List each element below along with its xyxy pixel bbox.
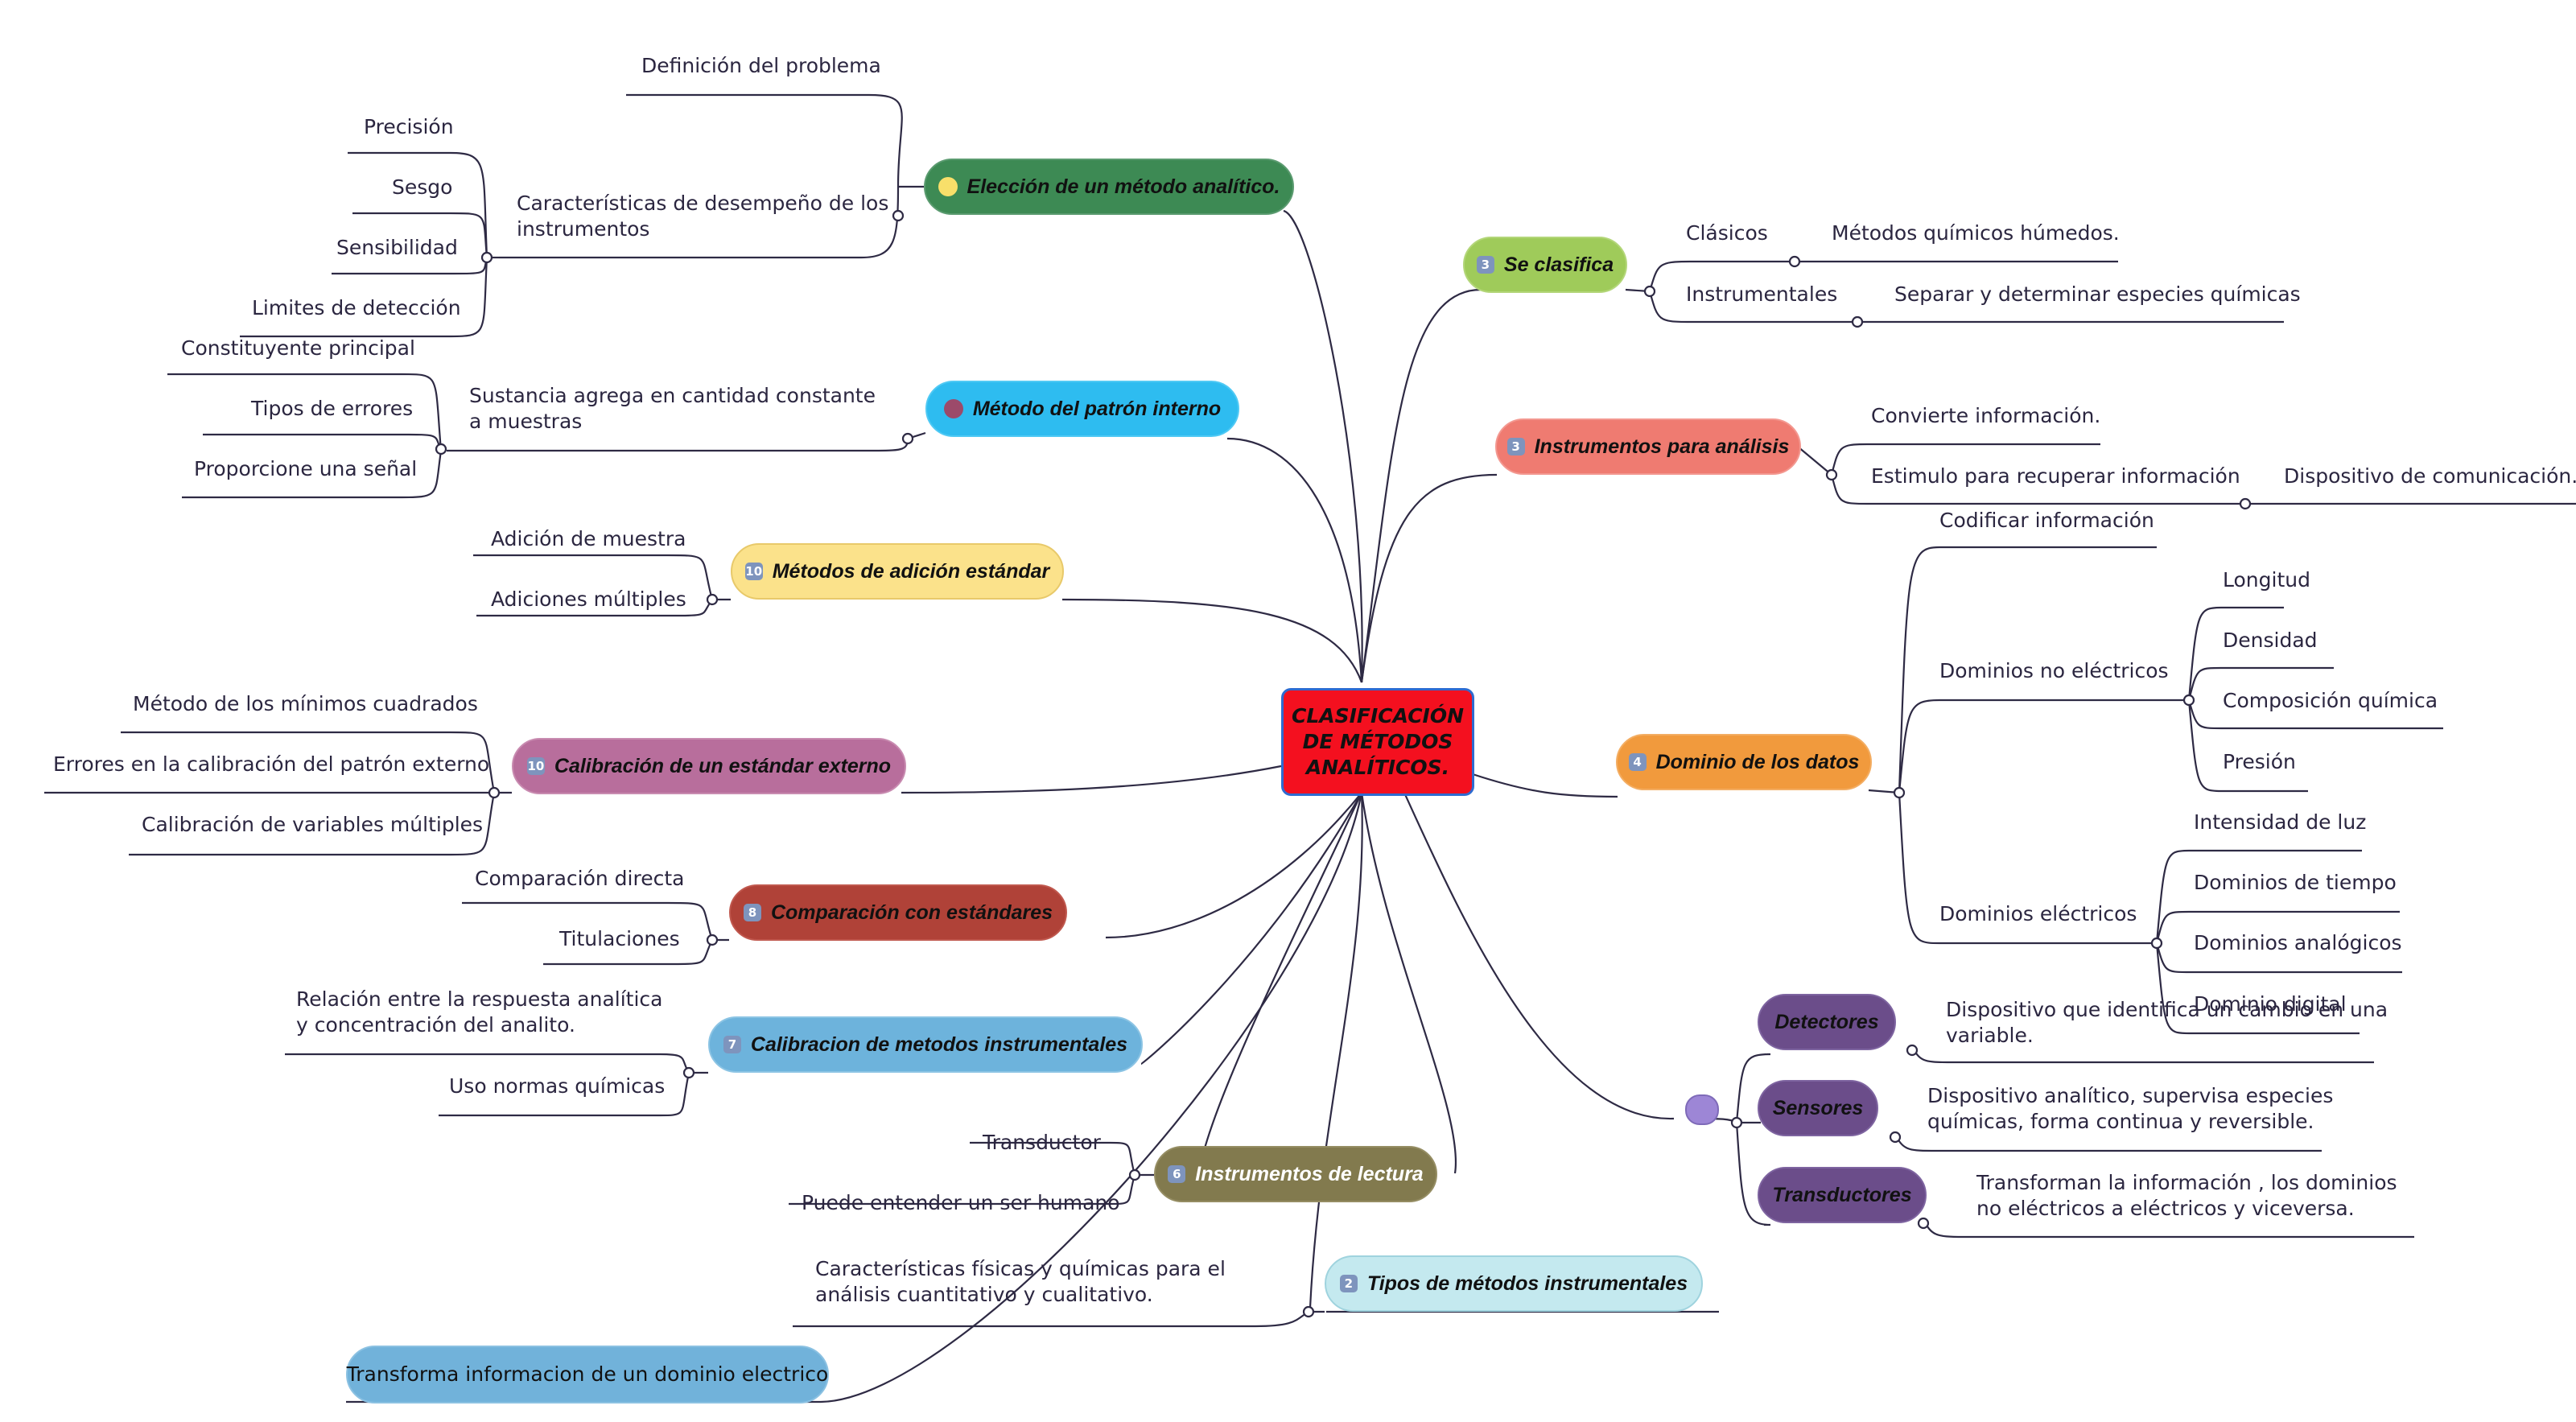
- leaf-sensores-desc: Dispositivo analítico, supervisa especie…: [1927, 1084, 2334, 1133]
- topic-transforma-informacion-label: Transforma informacion de un dominio ele…: [346, 1362, 829, 1386]
- topic-transforma-informacion[interactable]: Transforma informacion de un dominio ele…: [346, 1346, 829, 1403]
- leaf-clasicos: Clásicos: [1686, 221, 1768, 245]
- leaf-estimulo: Estimulo para recuperar información: [1871, 464, 2240, 488]
- yellow-dot-icon: [938, 177, 958, 196]
- topic-detectores-label: Detectores: [1774, 1011, 1879, 1033]
- leaf-sustancia: Sustancia agrega en cantidad constante a…: [469, 384, 876, 433]
- leaf-sesgo: Sesgo: [392, 175, 453, 199]
- topic-patron-interno[interactable]: Método del patrón interno: [925, 381, 1239, 437]
- leaf-dispositivo-comunicacion: Dispositivo de comunicación.: [2284, 464, 2576, 488]
- number-eight-icon: 8: [743, 904, 761, 921]
- topic-adicion-estandar-label: Métodos de adición estándar: [772, 560, 1050, 583]
- number-three-icon: 3: [1506, 438, 1525, 455]
- topic-tipos-metodos[interactable]: 2 Tipos de métodos instrumentales: [1325, 1255, 1703, 1312]
- number-two-icon: 2: [1339, 1275, 1358, 1292]
- leaf-constituyente: Constituyente principal: [181, 336, 415, 360]
- leaf-tipos-errores: Tipos de errores: [251, 397, 414, 420]
- topic-instrumentos-analisis-label: Instrumentos para análisis: [1534, 435, 1790, 458]
- leaf-dominios-analogicos: Dominios analógicos: [2194, 931, 2402, 954]
- topic-patron-interno-label: Método del patrón interno: [972, 398, 1222, 420]
- leaf-transductores-desc: Transforman la información , los dominio…: [1976, 1171, 2397, 1220]
- leaf-definicion-problema: Definición del problema: [641, 54, 881, 77]
- topic-comparacion-label: Comparación con estándares: [770, 901, 1053, 924]
- topic-instrumentos-lectura[interactable]: 6 Instrumentos de lectura: [1154, 1146, 1437, 1202]
- central-topic-label: CLASIFICACIÓN DE MÉTODOS ANALÍTICOS.: [1291, 704, 1465, 779]
- leaf-minimos-cuadrados: Método de los mínimos cuadrados: [133, 692, 478, 715]
- leaf-adicion-muestra: Adición de muestra: [491, 527, 686, 550]
- number-three-icon: 3: [1476, 256, 1494, 274]
- leaf-intensidad-luz: Intensidad de luz: [2194, 810, 2367, 834]
- number-four-icon: 4: [1628, 753, 1647, 771]
- leaf-electricos: Dominios eléctricos: [1939, 902, 2137, 925]
- leaf-dominios-tiempo: Dominios de tiempo: [2194, 871, 2397, 894]
- leaf-transductor: Transductor: [983, 1131, 1101, 1154]
- topic-comparacion[interactable]: 8 Comparación con estándares: [729, 884, 1067, 941]
- leaf-titulaciones: Titulaciones: [559, 927, 680, 950]
- topic-calibracion-instrumental-label: Calibracion de metodos instrumentales: [750, 1033, 1128, 1056]
- leaf-normas-quimicas: Uso normas químicas: [449, 1074, 666, 1098]
- number-six-icon: 6: [1168, 1165, 1186, 1183]
- leaf-dominio-digital: Dominio digital: [2194, 992, 2347, 1016]
- topic-calibracion-externo-label: Calibración de un estándar externo: [554, 755, 892, 777]
- topic-se-clasifica-label: Se clasifica: [1503, 253, 1614, 276]
- leaf-sensibilidad: Sensibilidad: [336, 236, 458, 259]
- leaf-precision: Precisión: [364, 115, 454, 138]
- topic-se-clasifica[interactable]: 3 Se clasifica: [1463, 237, 1627, 293]
- leaf-presion: Presión: [2223, 750, 2296, 773]
- number-seven-icon: 7: [723, 1036, 741, 1053]
- leaf-codificar: Codificar información: [1939, 509, 2154, 532]
- leaf-variables-multiples: Calibración de variables múltiples: [142, 813, 484, 836]
- topic-calibracion-instrumental[interactable]: 7 Calibracion de metodos instrumentales: [708, 1016, 1143, 1073]
- leaf-caracteristicas-desempeno: Características de desempeño de los inst…: [517, 192, 889, 241]
- leaf-comparacion-directa: Comparación directa: [475, 867, 685, 890]
- topic-calibracion-externo[interactable]: 10 Calibración de un estándar externo: [512, 738, 906, 794]
- topic-dominio-datos[interactable]: 4 Dominio de los datos: [1616, 734, 1872, 790]
- topic-adicion-estandar[interactable]: 10 Métodos de adición estándar: [731, 543, 1064, 600]
- leaf-limites-deteccion: Limites de detección: [252, 296, 461, 319]
- topic-tipos-metodos-label: Tipos de métodos instrumentales: [1366, 1272, 1688, 1295]
- topic-dominio-datos-label: Dominio de los datos: [1655, 751, 1860, 773]
- small-purple-node-icon[interactable]: [1685, 1094, 1719, 1125]
- leaf-densidad: Densidad: [2223, 629, 2318, 652]
- topic-eleccion-label: Elección de un método analítico.: [967, 175, 1280, 198]
- leaf-ser-humano: Puede entender un ser humano: [802, 1191, 1120, 1214]
- leaf-composicion: Composición química: [2223, 689, 2438, 712]
- topic-instrumentos-lectura-label: Instrumentos de lectura: [1195, 1163, 1424, 1185]
- leaf-instrumentales: Instrumentales: [1686, 282, 1838, 306]
- topic-sensores[interactable]: Sensores: [1758, 1080, 1878, 1136]
- leaf-longitud: Longitud: [2223, 568, 2310, 591]
- purple-dot-icon: [943, 399, 963, 418]
- number-ten-icon: 10: [526, 757, 545, 775]
- leaf-convierte-informacion: Convierte información.: [1871, 404, 2101, 427]
- leaf-caracteristicas-fisicas: Características físicas y químicas para …: [815, 1257, 1226, 1306]
- topic-detectores[interactable]: Detectores: [1758, 994, 1896, 1050]
- leaf-proporcione-senal: Proporcione una señal: [194, 457, 418, 480]
- leaf-detectores-desc: Dispositivo que identifica un cambio en …: [1946, 998, 2388, 1047]
- leaf-adiciones-multiples: Adiciones múltiples: [491, 587, 686, 611]
- topic-transductores[interactable]: Transductores: [1758, 1167, 1927, 1223]
- leaf-no-electricos: Dominios no eléctricos: [1939, 659, 2169, 682]
- leaf-errores-calibracion: Errores en la calibración del patrón ext…: [53, 752, 490, 776]
- topic-transductores-label: Transductores: [1772, 1184, 1912, 1206]
- topic-instrumentos-analisis[interactable]: 3 Instrumentos para análisis: [1495, 418, 1801, 475]
- leaf-separar-especies: Separar y determinar especies químicas: [1894, 282, 2301, 306]
- number-ten-icon: 10: [744, 563, 763, 580]
- leaf-relacion-respuesta: Relación entre la respuesta analítica y …: [296, 987, 663, 1037]
- central-topic[interactable]: CLASIFICACIÓN DE MÉTODOS ANALÍTICOS.: [1281, 688, 1474, 796]
- topic-sensores-label: Sensores: [1772, 1097, 1864, 1119]
- leaf-metodos-humedos: Métodos químicos húmedos.: [1832, 221, 2120, 245]
- topic-eleccion[interactable]: Elección de un método analítico.: [924, 159, 1294, 215]
